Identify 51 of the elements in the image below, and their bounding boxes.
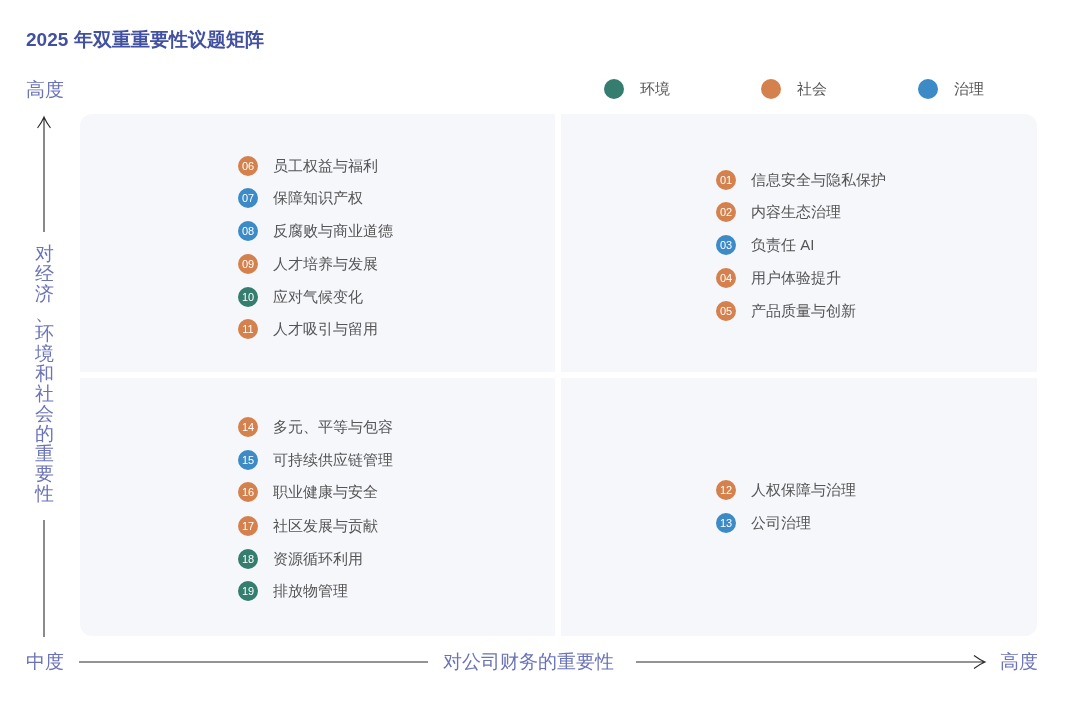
topic-label: 反腐败与商业道德 (273, 221, 393, 241)
axis-label: 高度 (26, 79, 64, 101)
quadrant-panel (561, 378, 1037, 636)
topic-label: 可持续供应链管理 (273, 450, 393, 470)
number-circle: 03 (716, 235, 736, 255)
topic-label: 内容生态治理 (751, 202, 841, 222)
topic-label: 保障知识产权 (273, 188, 363, 208)
axis-label: 对公司财务的重要性 (443, 651, 614, 673)
number-circle: 14 (238, 417, 258, 437)
topic-label: 人才吸引与留用 (273, 319, 378, 339)
number-circle: 13 (716, 513, 736, 533)
topic-label: 公司治理 (751, 513, 811, 533)
topic-label: 应对气候变化 (273, 287, 363, 307)
axis-label: 对经济、环境和社会的重要性 (34, 244, 54, 504)
topic-label: 用户体验提升 (751, 268, 841, 288)
legend-label: 环境 (640, 79, 670, 99)
number-circle: 05 (716, 301, 736, 321)
number-circle: 11 (238, 319, 258, 339)
legend-label: 治理 (954, 79, 984, 99)
number-circle: 08 (238, 221, 258, 241)
number-circle: 06 (238, 156, 258, 176)
quadrant-panel (80, 378, 555, 636)
number-circle: 02 (716, 202, 736, 222)
topic-label: 员工权益与福利 (273, 156, 378, 176)
number-circle: 18 (238, 549, 258, 569)
topic-label: 人权保障与治理 (751, 480, 856, 500)
topic-label: 信息安全与隐私保护 (751, 170, 886, 190)
number-circle: 04 (716, 268, 736, 288)
quadrant-panel (561, 114, 1037, 372)
number-circle: 10 (238, 287, 258, 307)
number-circle: 09 (238, 254, 258, 274)
topic-label: 职业健康与安全 (273, 482, 378, 502)
topic-label: 产品质量与创新 (751, 301, 856, 321)
quadrant-panel (80, 114, 555, 372)
number-circle: 19 (238, 581, 258, 601)
number-circle: 16 (238, 482, 258, 502)
number-circle: 17 (238, 516, 258, 536)
topic-label: 负责任 AI (751, 235, 815, 255)
number-circle: 12 (716, 480, 736, 500)
number-circle: 07 (238, 188, 258, 208)
topic-label: 排放物管理 (273, 581, 348, 601)
number-circle: 15 (238, 450, 258, 470)
number-circle: 01 (716, 170, 736, 190)
chart-title: 2025 年双重重要性议题矩阵 (26, 28, 264, 52)
axis-label: 高度 (1000, 651, 1038, 673)
legend-label: 社会 (797, 79, 827, 99)
topic-label: 社区发展与贡献 (273, 516, 378, 536)
topic-label: 人才培养与发展 (273, 254, 378, 274)
axis-label: 中度 (26, 651, 64, 673)
topic-label: 多元、平等与包容 (273, 417, 393, 437)
topic-label: 资源循环利用 (273, 549, 363, 569)
